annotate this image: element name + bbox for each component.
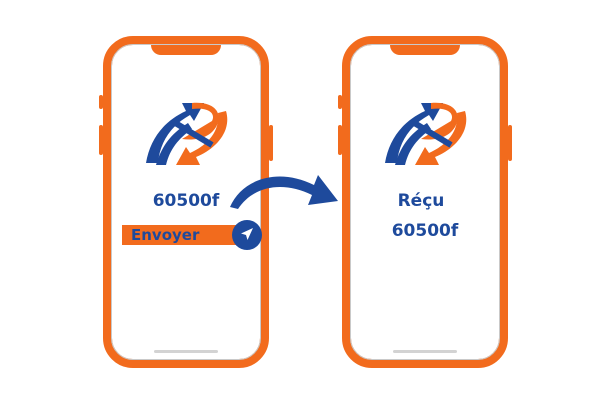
send-button-label: Envoyer [122, 225, 240, 245]
send-button[interactable]: Envoyer [122, 220, 262, 250]
home-indicator [154, 350, 218, 353]
phone-side-button [508, 125, 512, 161]
phone-side-button [338, 125, 342, 155]
received-status: Réçu [397, 191, 445, 211]
home-indicator [393, 350, 457, 353]
received-amount: 60500f [391, 221, 459, 241]
exchange-arrows-logo [146, 102, 228, 165]
exchange-arrows-logo [385, 102, 467, 165]
phone-side-button [99, 95, 103, 109]
phone-receiver: Réçu 60500f [338, 36, 512, 368]
phone-side-button [99, 125, 103, 155]
phone-side-button [338, 95, 342, 109]
phone-notch [390, 45, 460, 55]
curved-arrow-right-icon [230, 175, 338, 209]
phone-notch [151, 45, 221, 55]
send-arrow-icon[interactable] [232, 220, 262, 250]
sent-amount: 60500f [152, 191, 220, 211]
phone-side-button [269, 125, 273, 161]
